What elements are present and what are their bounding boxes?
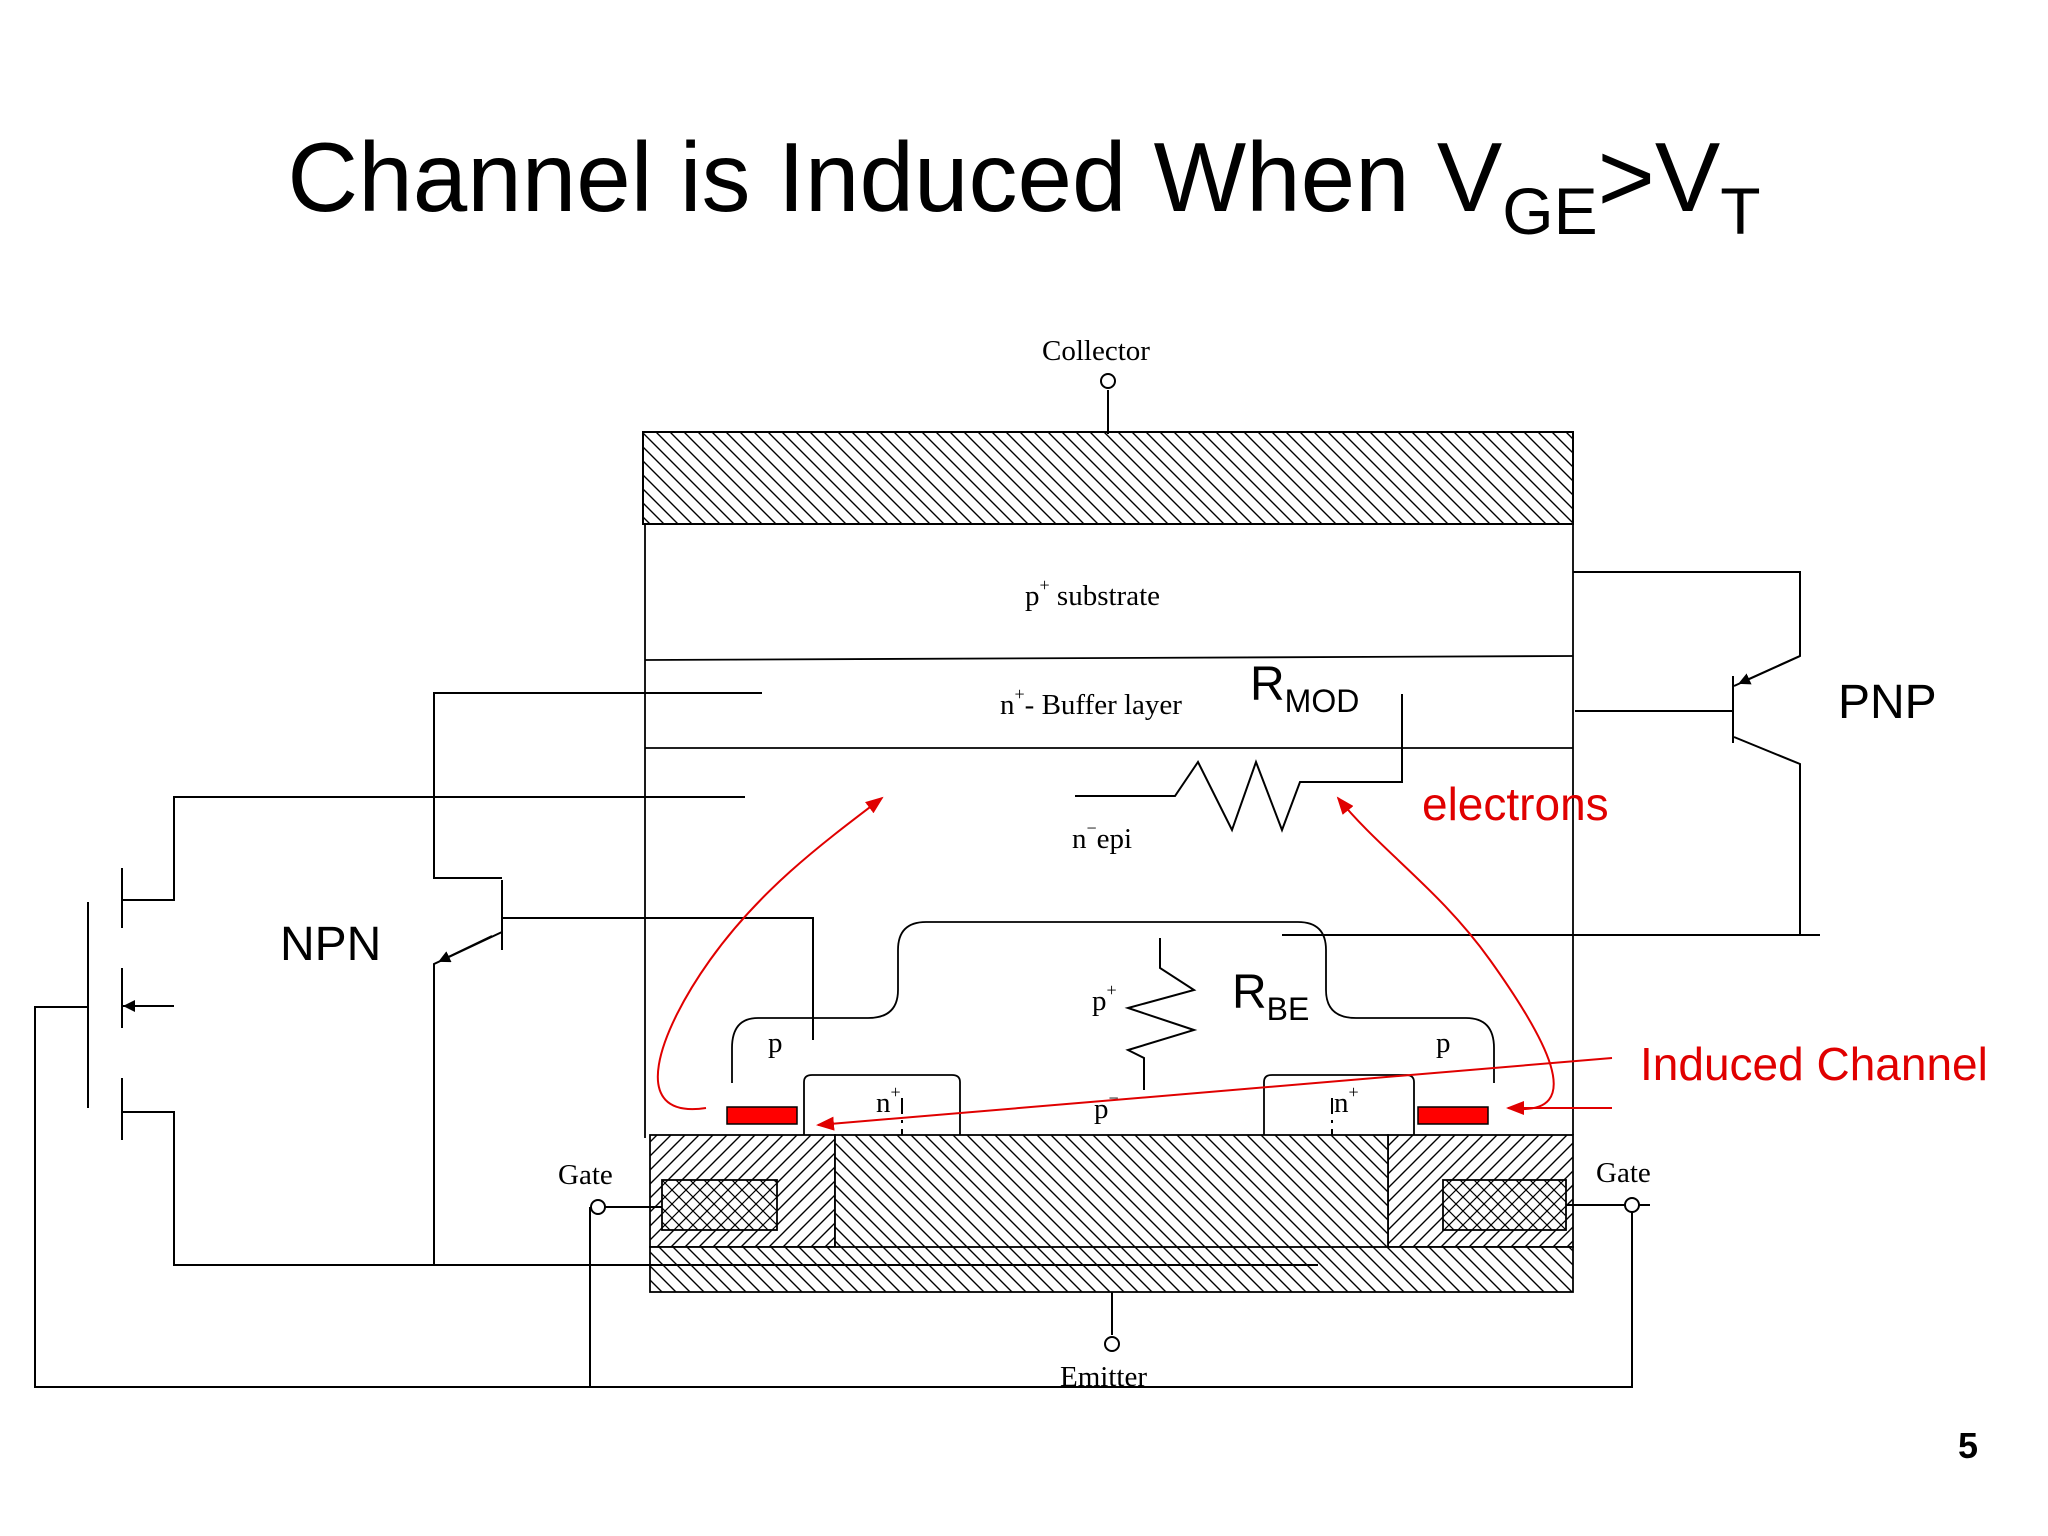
- induced-channel-left: [726, 1106, 798, 1125]
- collector-metal: [642, 431, 1574, 525]
- rbe-label: RBE: [1232, 966, 1309, 1027]
- collector-terminal: [1100, 373, 1116, 389]
- circuit-wires: [34, 390, 1820, 1388]
- gate-terminal-right: [1624, 1197, 1640, 1213]
- pnp-label: PNP: [1838, 676, 1937, 729]
- pnp-emitter-arrow: [1738, 655, 1801, 685]
- gate-label-right: Gate: [1596, 1157, 1651, 1189]
- rmod-label: RMOD: [1250, 658, 1359, 719]
- resistor-rmod: [1075, 694, 1403, 833]
- electron-path-left: [656, 796, 884, 1111]
- gate-poly-right: [1442, 1179, 1567, 1231]
- page-number: 5: [1957, 1425, 1978, 1466]
- emitter-label: Emitter: [1060, 1361, 1147, 1393]
- p-minus-label: p−: [1094, 1088, 1119, 1125]
- gate-terminal-left: [590, 1199, 606, 1215]
- emitter-metal: [649, 1246, 1574, 1293]
- npn-label: NPN: [280, 918, 381, 971]
- n-plus-source-right: [1263, 1074, 1415, 1135]
- slide-title: Channel is Induced When VGE>VT: [287, 122, 1761, 249]
- induced-channel-label: Induced Channel: [1640, 1038, 1988, 1090]
- p-region-label-right: p: [1436, 1027, 1451, 1059]
- device-body: [642, 431, 1574, 1293]
- gate-poly-left: [661, 1179, 778, 1231]
- emitter-terminal: [1104, 1336, 1120, 1352]
- induced-channel-pointer-long: [816, 1057, 1613, 1131]
- collector-label: Collector: [1042, 335, 1150, 367]
- n-plus-label-left: n+: [876, 1082, 901, 1119]
- gate-label-left: Gate: [558, 1159, 613, 1191]
- substrate-buffer-boundary: [644, 655, 1574, 661]
- p-plus-label: p+: [1092, 980, 1117, 1017]
- electron-flow-arrows: [656, 796, 1613, 1131]
- n-plus-label-right: n+: [1334, 1082, 1359, 1119]
- electrons-label: electrons: [1422, 778, 1609, 830]
- p-substrate-label: p+ substrate: [1025, 575, 1160, 612]
- buffer-layer-label: n+- Buffer layer: [1000, 684, 1182, 721]
- p-body-well: [731, 921, 1495, 1083]
- induced-channel-right: [1417, 1106, 1489, 1125]
- resistor-rbe: [1124, 938, 1198, 1090]
- n-plus-source-left: [803, 1074, 961, 1135]
- n-epi-label: n−epi: [1072, 818, 1132, 855]
- npn-emitter-arrow: [438, 935, 493, 963]
- electron-path-right: [1336, 796, 1555, 1111]
- p-region-label-left: p: [768, 1027, 783, 1059]
